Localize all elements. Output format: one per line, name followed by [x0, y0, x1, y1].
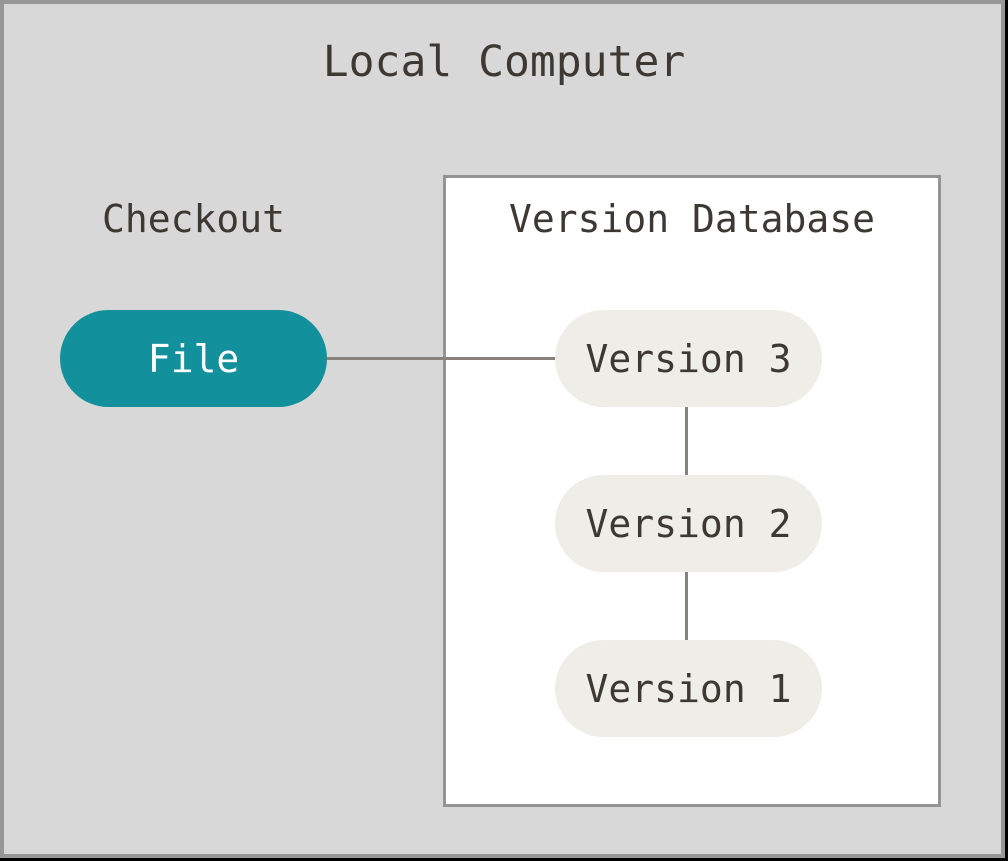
connector-version2-to-version1	[685, 571, 688, 641]
version-node-3: Version 3	[555, 310, 822, 407]
connector-file-to-version3	[325, 357, 558, 360]
connector-version3-to-version2	[685, 406, 688, 476]
checkout-label: Checkout	[101, 197, 286, 241]
version-node-2: Version 2	[555, 475, 822, 572]
version-database-title: Version Database	[508, 197, 876, 241]
file-node: File	[60, 310, 327, 407]
diagram-title: Local Computer	[322, 37, 686, 87]
version-node-1: Version 1	[555, 640, 822, 737]
